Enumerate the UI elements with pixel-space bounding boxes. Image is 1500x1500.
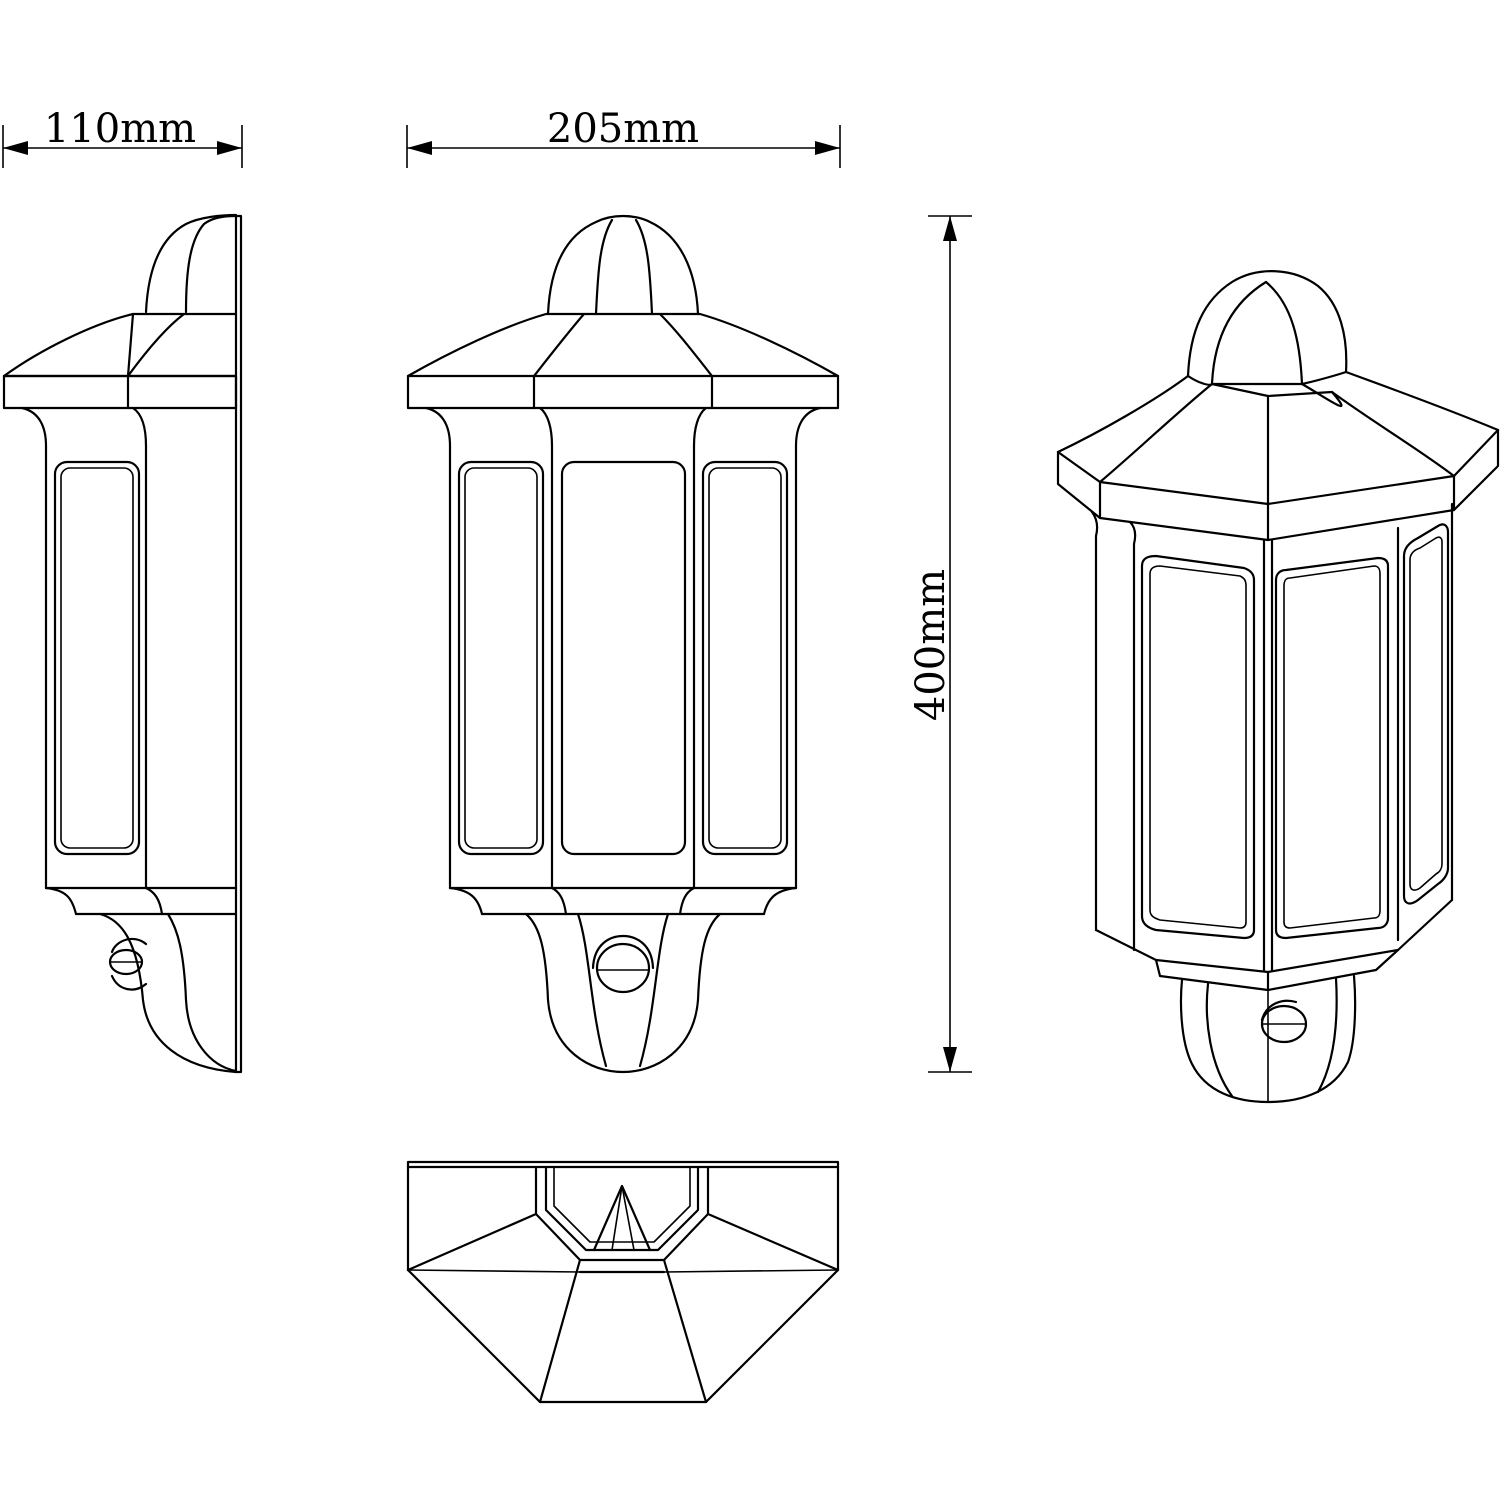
depth-label: 110mm xyxy=(44,106,196,152)
dimension-width: 205mm xyxy=(406,106,841,168)
lantern-front-view xyxy=(406,214,840,1074)
lantern-side-view xyxy=(2,213,243,1074)
lantern-bottom-view xyxy=(406,1160,840,1404)
dimension-height: 400mm xyxy=(908,215,972,1073)
height-label: 400mm xyxy=(908,569,954,721)
lantern-perspective-view xyxy=(1056,270,1500,1104)
dimension-depth: 110mm xyxy=(2,106,243,168)
width-label: 205mm xyxy=(547,106,699,152)
